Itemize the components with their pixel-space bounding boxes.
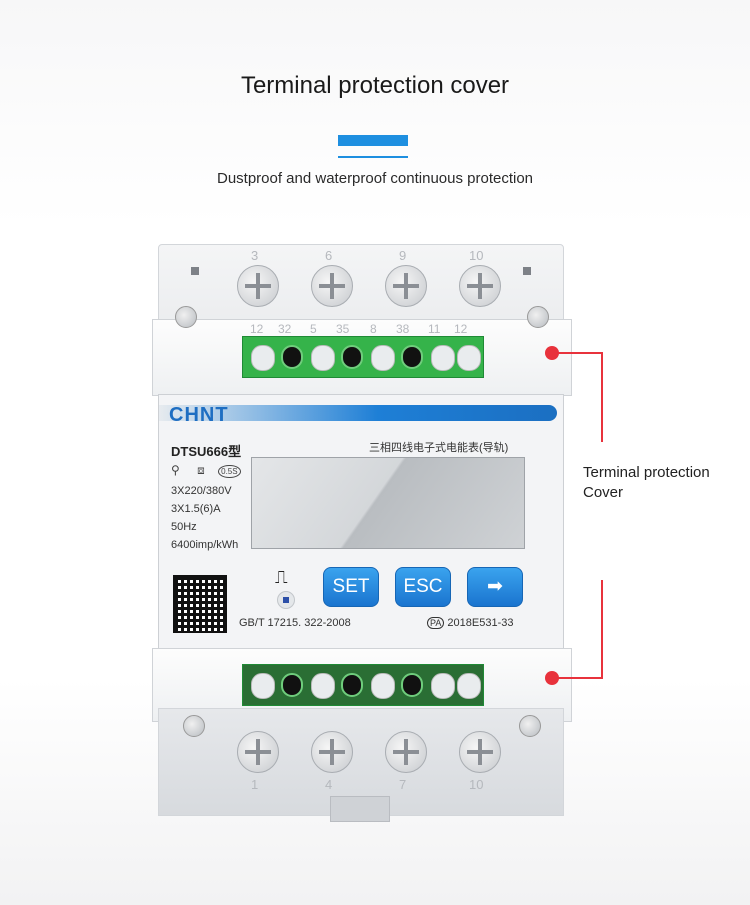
callout-label-line1: Terminal protection (583, 464, 710, 481)
terminal-screw-icon (311, 265, 353, 307)
certification-label: PA 2018E531-33 (427, 617, 513, 629)
callout-line-bottom-vertical (601, 580, 603, 679)
standard-label: GB/T 17215. 322-2008 (239, 617, 351, 629)
housing-notch (191, 267, 199, 275)
accent-underline (338, 156, 408, 158)
terminal-number: 3 (251, 248, 259, 263)
top-terminal-block (242, 336, 484, 378)
terminal-cell (371, 673, 395, 699)
spec-voltage: 3X220/380V (171, 485, 232, 497)
pin-number: 11 (428, 322, 441, 336)
terminal-cell (431, 345, 455, 371)
cover-screw-icon (527, 306, 549, 328)
product-name: 三相四线电子式电能表(导轨) (369, 442, 509, 454)
callout-label: Terminal protection Cover (583, 463, 710, 503)
pin-number: 5 (310, 322, 317, 336)
model-label: DTSU666型 (171, 444, 242, 459)
spec-constant: 6400imp/kWh (171, 539, 239, 551)
terminal-screw-icon (311, 731, 353, 773)
terminal-number: 7 (399, 777, 407, 792)
pulse-icon: ⎍ (275, 567, 288, 587)
terminal-screw-icon (385, 731, 427, 773)
pa-mark: PA (427, 617, 445, 629)
terminal-number: 1 (251, 777, 259, 792)
bottom-terminal-block (242, 664, 484, 706)
terminal-socket (281, 345, 303, 369)
spec-current: 3X1.5(6)A (171, 503, 221, 515)
terminal-cell (251, 345, 275, 371)
accent-bar (338, 135, 408, 146)
terminal-cell (431, 673, 455, 699)
cover-screw-icon (183, 715, 205, 737)
terminal-socket (401, 345, 423, 369)
meter-front-panel: CHNT DTSU666型 三相四线电子式电能表(导轨) ⚲ ⧈ 0.5S 3X… (158, 394, 564, 650)
housing-notch (523, 267, 531, 275)
callout-line-bottom (553, 677, 603, 679)
set-button[interactable]: SET (323, 567, 379, 607)
terminal-cell (311, 673, 335, 699)
callout-line-top (553, 352, 603, 354)
pin-number: 12 (454, 322, 468, 336)
terminal-screw-icon (237, 265, 279, 307)
cover-screw-icon (175, 306, 197, 328)
pin-number: 8 (370, 322, 377, 336)
pin-number: 38 (396, 322, 410, 336)
pin-number: 35 (336, 322, 350, 336)
din-rail-clip (330, 796, 390, 822)
certification-number: 2018E531-33 (447, 617, 514, 629)
page-title: Terminal protection cover (240, 72, 510, 99)
terminal-screw-icon (237, 731, 279, 773)
energy-meter: 3 6 9 10 12 32 5 35 8 38 11 12 CHNT DTSU… (152, 244, 572, 834)
terminal-cell (311, 345, 335, 371)
terminal-screw-icon (385, 265, 427, 307)
pin-number: 32 (278, 322, 292, 336)
callout-marker-top (545, 346, 559, 360)
callout-line-top-vertical (601, 352, 603, 442)
qr-code (173, 575, 227, 633)
terminal-number: 9 (399, 248, 407, 263)
accuracy-class-badge: 0.5S (218, 465, 241, 478)
callout-marker-bottom (545, 671, 559, 685)
terminal-cell (371, 345, 395, 371)
terminal-screw-icon (459, 731, 501, 773)
brand-logo: CHNT (169, 404, 229, 426)
terminal-number: 10 (469, 248, 484, 263)
callout-label-line2: Cover (583, 484, 624, 501)
terminal-number: 4 (325, 777, 333, 792)
terminal-number: 6 (325, 248, 333, 263)
terminal-socket (281, 673, 303, 697)
double-insulation-icon: ⧈ (197, 463, 205, 477)
page-subtitle: Dustproof and waterproof continuous prot… (216, 170, 534, 187)
pulse-led-icon (277, 591, 295, 609)
terminal-cell (251, 673, 275, 699)
brand-bar (159, 405, 557, 421)
esc-button[interactable]: ESC (395, 567, 451, 607)
pin-number: 12 (250, 322, 264, 336)
next-button[interactable]: ➡ (467, 567, 523, 607)
terminal-socket (341, 673, 363, 697)
terminal-cell (457, 345, 481, 371)
lcd-display (251, 457, 525, 549)
cover-screw-icon (519, 715, 541, 737)
terminal-screw-icon (459, 265, 501, 307)
network-icon: ⚲ (171, 463, 180, 477)
terminal-cell (457, 673, 481, 699)
terminal-number: 10 (469, 777, 484, 792)
spec-frequency: 50Hz (171, 521, 197, 533)
symbol-row: ⚲ ⧈ 0.5S (171, 463, 241, 478)
terminal-socket (401, 673, 423, 697)
terminal-socket (341, 345, 363, 369)
